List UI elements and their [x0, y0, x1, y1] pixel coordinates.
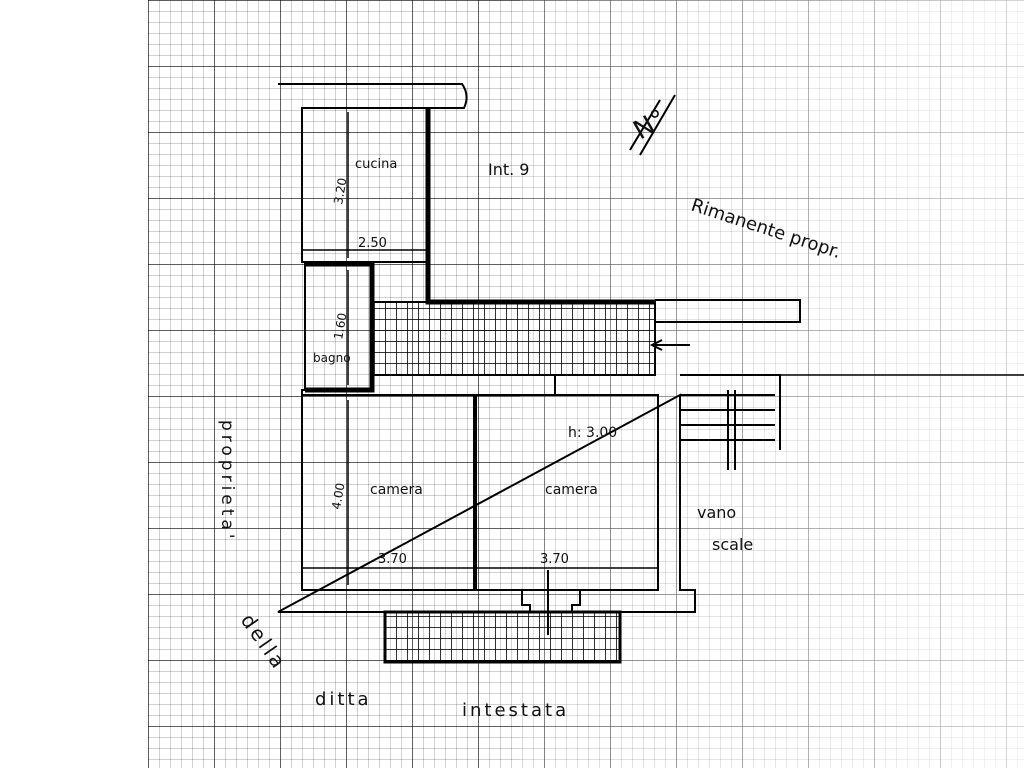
della-label: della	[236, 609, 292, 675]
entry-arrow	[547, 339, 690, 635]
bathroom-label: bagno	[313, 351, 351, 365]
stairs	[680, 390, 775, 470]
bedroom-height-dim: 4.00	[329, 482, 347, 511]
ceiling-height: h: 3.00	[568, 425, 617, 441]
kitchen-wall-thick	[425, 108, 655, 305]
kitchen-height-dim: 3.20	[331, 177, 349, 206]
kitchen-label: cucina	[355, 157, 397, 172]
intestata-label: intestata	[462, 700, 569, 721]
north-mark-lines	[629, 94, 676, 156]
bedroom-left-label: camera	[370, 482, 423, 498]
hatched-corridor	[371, 301, 656, 376]
left-property-label: proprieta'	[217, 420, 237, 543]
stairwell-label-2: scale	[712, 535, 753, 554]
entry-step	[521, 590, 581, 612]
bedroom-left-width-dim: 3.70	[378, 552, 407, 567]
dimension-lines	[302, 112, 658, 585]
unit-label: Int. 9	[488, 160, 529, 179]
bathroom-height-dim: 1.60	[331, 312, 349, 341]
bedroom-right-label: camera	[545, 482, 598, 498]
balcony	[383, 610, 622, 664]
kitchen-width-dim: 2.50	[358, 236, 387, 251]
bedroom-right-width-dim: 3.70	[540, 552, 569, 567]
remaining-property-label: Rimanente propr.	[688, 195, 843, 263]
ditta-label: ditta	[315, 689, 372, 710]
stairwell-label-1: vano	[697, 503, 736, 522]
